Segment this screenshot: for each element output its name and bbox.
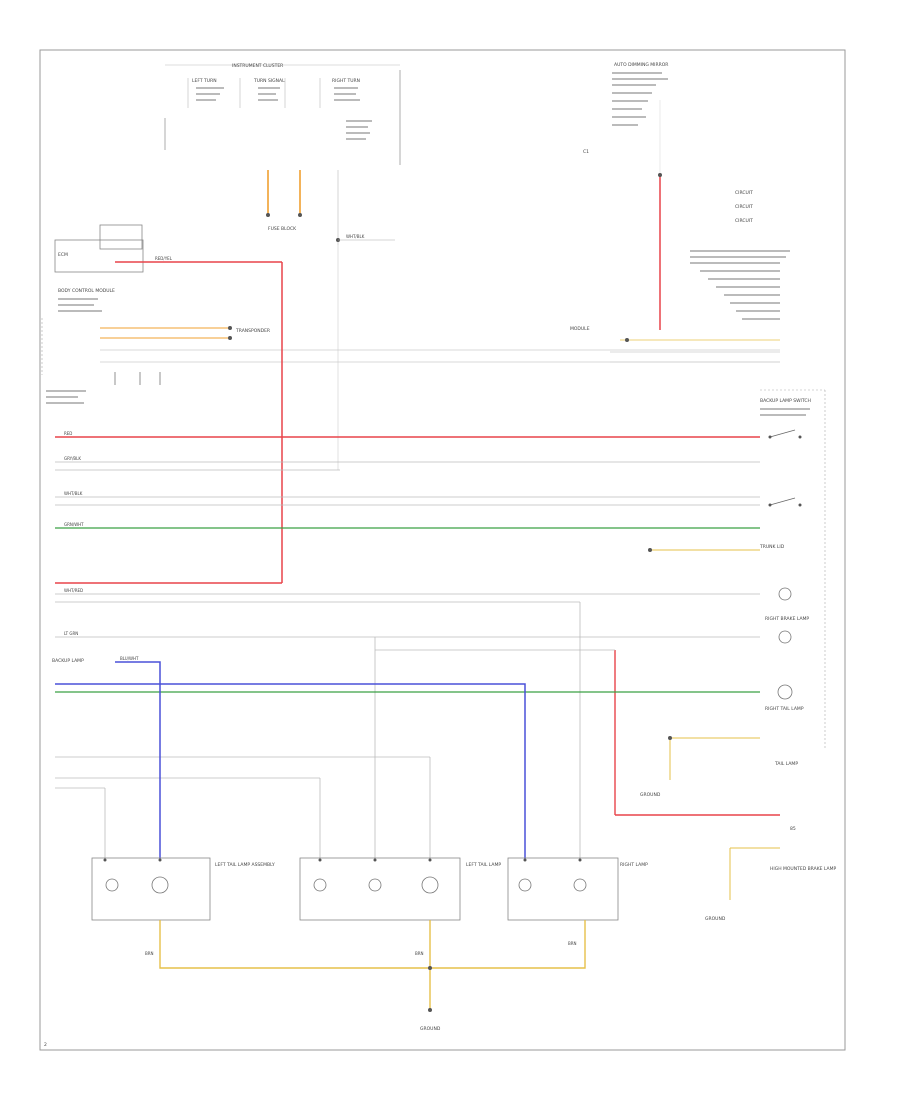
legend-1: CIRCUIT	[735, 190, 753, 196]
legend-3: CIRCUIT	[735, 218, 753, 224]
gry-label: GRY/BLK	[64, 456, 81, 461]
grn-label: GRN/WHT	[64, 522, 84, 527]
pin-label-right: 85	[790, 826, 796, 832]
transponder-label: TRANSPONDER	[235, 328, 270, 334]
red-top-label: RED/YEL	[155, 256, 173, 261]
high-mount-label: HIGH MOUNTED BRAKE LAMP	[770, 866, 836, 872]
brn-label-2: BRN	[415, 951, 424, 956]
mirror-pin-label: C1	[583, 149, 589, 155]
right-brake-label: RIGHT BRAKE LAMP	[765, 616, 809, 622]
ground-right2-label: GROUND	[705, 916, 726, 922]
red-main-label: RED	[64, 431, 72, 436]
legend-2: CIRCUIT	[735, 204, 753, 210]
green-circuits: GRN/WHT	[55, 522, 760, 693]
ground-bottom-label: GROUND	[420, 1026, 441, 1032]
cluster-label-right: RIGHT TURN	[332, 78, 360, 84]
page-number: 2	[44, 1042, 47, 1048]
fuse-block-label: FUSE BLOCK	[268, 226, 297, 232]
auto-dimming-mirror: AUTO DIMMING MIRROR C1 CIRCUIT CIRCUIT C…	[570, 62, 790, 363]
left-assy-label: LEFT TAIL LAMP ASSEMBLY	[215, 862, 275, 868]
cluster-title: INSTRUMENT CLUSTER	[232, 63, 283, 69]
right-assy-label: RIGHT LAMP	[620, 862, 648, 868]
brn-label-1: BRN	[145, 951, 154, 956]
blu-label: BLU/WHT	[120, 656, 139, 661]
bcm-label: BODY CONTROL MODULE	[58, 288, 115, 294]
backup-switch-label: BACKUP LAMP SWITCH	[760, 398, 811, 404]
diagram-frame	[39, 49, 846, 1051]
red-circuit: RED/YEL RED	[55, 256, 780, 816]
blue-circuits: BLU/WHT	[55, 656, 526, 860]
brn-label-3: BRN	[568, 941, 577, 946]
wht-label: WHT/BLK	[64, 491, 83, 496]
left-modules: ECM BODY CONTROL MODULE TRANSPONDER	[41, 224, 780, 404]
backup-label: BACKUP LAMP	[52, 658, 84, 664]
ecm-label: ECM	[58, 252, 68, 258]
wht2-label: WHT/RED	[64, 588, 83, 593]
ground-right-label: GROUND	[640, 792, 661, 798]
right-tail-label: RIGHT TAIL LAMP	[765, 706, 804, 712]
cluster-wire-label: WHT/BLK	[346, 234, 365, 239]
gray-circuits	[55, 461, 760, 860]
cluster-label-left: LEFT TURN	[192, 78, 217, 84]
lamp-assemblies: LEFT TAIL LAMP ASSEMBLY LEFT TAIL LAMP R…	[91, 857, 648, 1032]
trunk-lid-label: TRUNK LID	[759, 544, 785, 550]
trunk-lamp-label: TAIL LAMP	[774, 761, 798, 767]
ltgrn-label: LT GRN	[64, 631, 78, 636]
right-components: BACKUP LAMP SWITCH TRUNK LID RIGHT BRAKE…	[640, 389, 836, 922]
instrument-cluster: INSTRUMENT CLUSTER LEFT TURN TURN SIGNAL…	[164, 63, 401, 470]
cluster-label-mid: TURN SIGNAL	[253, 78, 285, 84]
mirror-title: AUTO DIMMING MIRROR	[614, 62, 668, 68]
center-assy-label: LEFT TAIL LAMP	[466, 862, 501, 868]
right-module-label: MODULE	[570, 326, 590, 332]
